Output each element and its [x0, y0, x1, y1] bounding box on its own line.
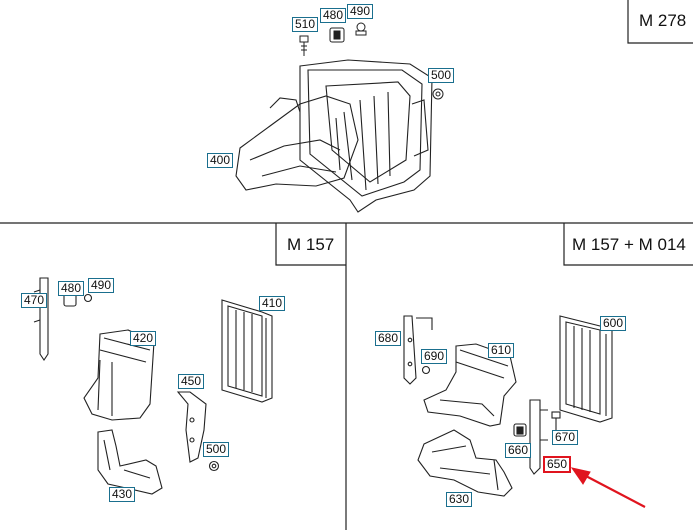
callout-600[interactable]: 600: [600, 316, 627, 331]
callout-630[interactable]: 630: [446, 492, 473, 507]
callout-450[interactable]: 450: [178, 374, 205, 389]
callout-660[interactable]: 660: [505, 443, 532, 458]
callout-610[interactable]: 610: [488, 343, 515, 358]
callout-400[interactable]: 400: [207, 153, 234, 168]
model-box-top: [627, 0, 693, 44]
callout-430[interactable]: 430: [109, 487, 136, 502]
callout-650-highlighted[interactable]: 650: [543, 456, 572, 473]
hardware-top-drawing: [299, 22, 444, 100]
callout-680[interactable]: 680: [375, 331, 402, 346]
callout-480[interactable]: 480: [320, 8, 347, 23]
model-label-m157: M 157: [287, 235, 335, 254]
model-label-m278: M 278: [639, 11, 687, 30]
model-box-left: [275, 223, 346, 266]
left-panel-parts-drawing: [33, 277, 273, 495]
model-box-right: [563, 223, 693, 266]
callout-410[interactable]: 410: [259, 296, 286, 311]
callout-500-left[interactable]: 500: [203, 442, 230, 457]
highlight-arrow: [570, 467, 646, 508]
callout-510[interactable]: 510: [292, 17, 319, 32]
callout-500[interactable]: 500: [428, 68, 455, 83]
right-panel-parts-drawing: [403, 315, 613, 497]
callout-420[interactable]: 420: [130, 331, 157, 346]
callout-490-left[interactable]: 490: [88, 278, 115, 293]
model-label-m157-m014: M 157 + M 014: [572, 235, 686, 254]
callout-690[interactable]: 690: [421, 349, 448, 364]
shroud-400-drawing: [235, 59, 433, 213]
callout-670[interactable]: 670: [552, 430, 579, 445]
callout-490[interactable]: 490: [347, 4, 374, 19]
callout-480-left[interactable]: 480: [58, 281, 85, 296]
callout-470[interactable]: 470: [21, 293, 48, 308]
